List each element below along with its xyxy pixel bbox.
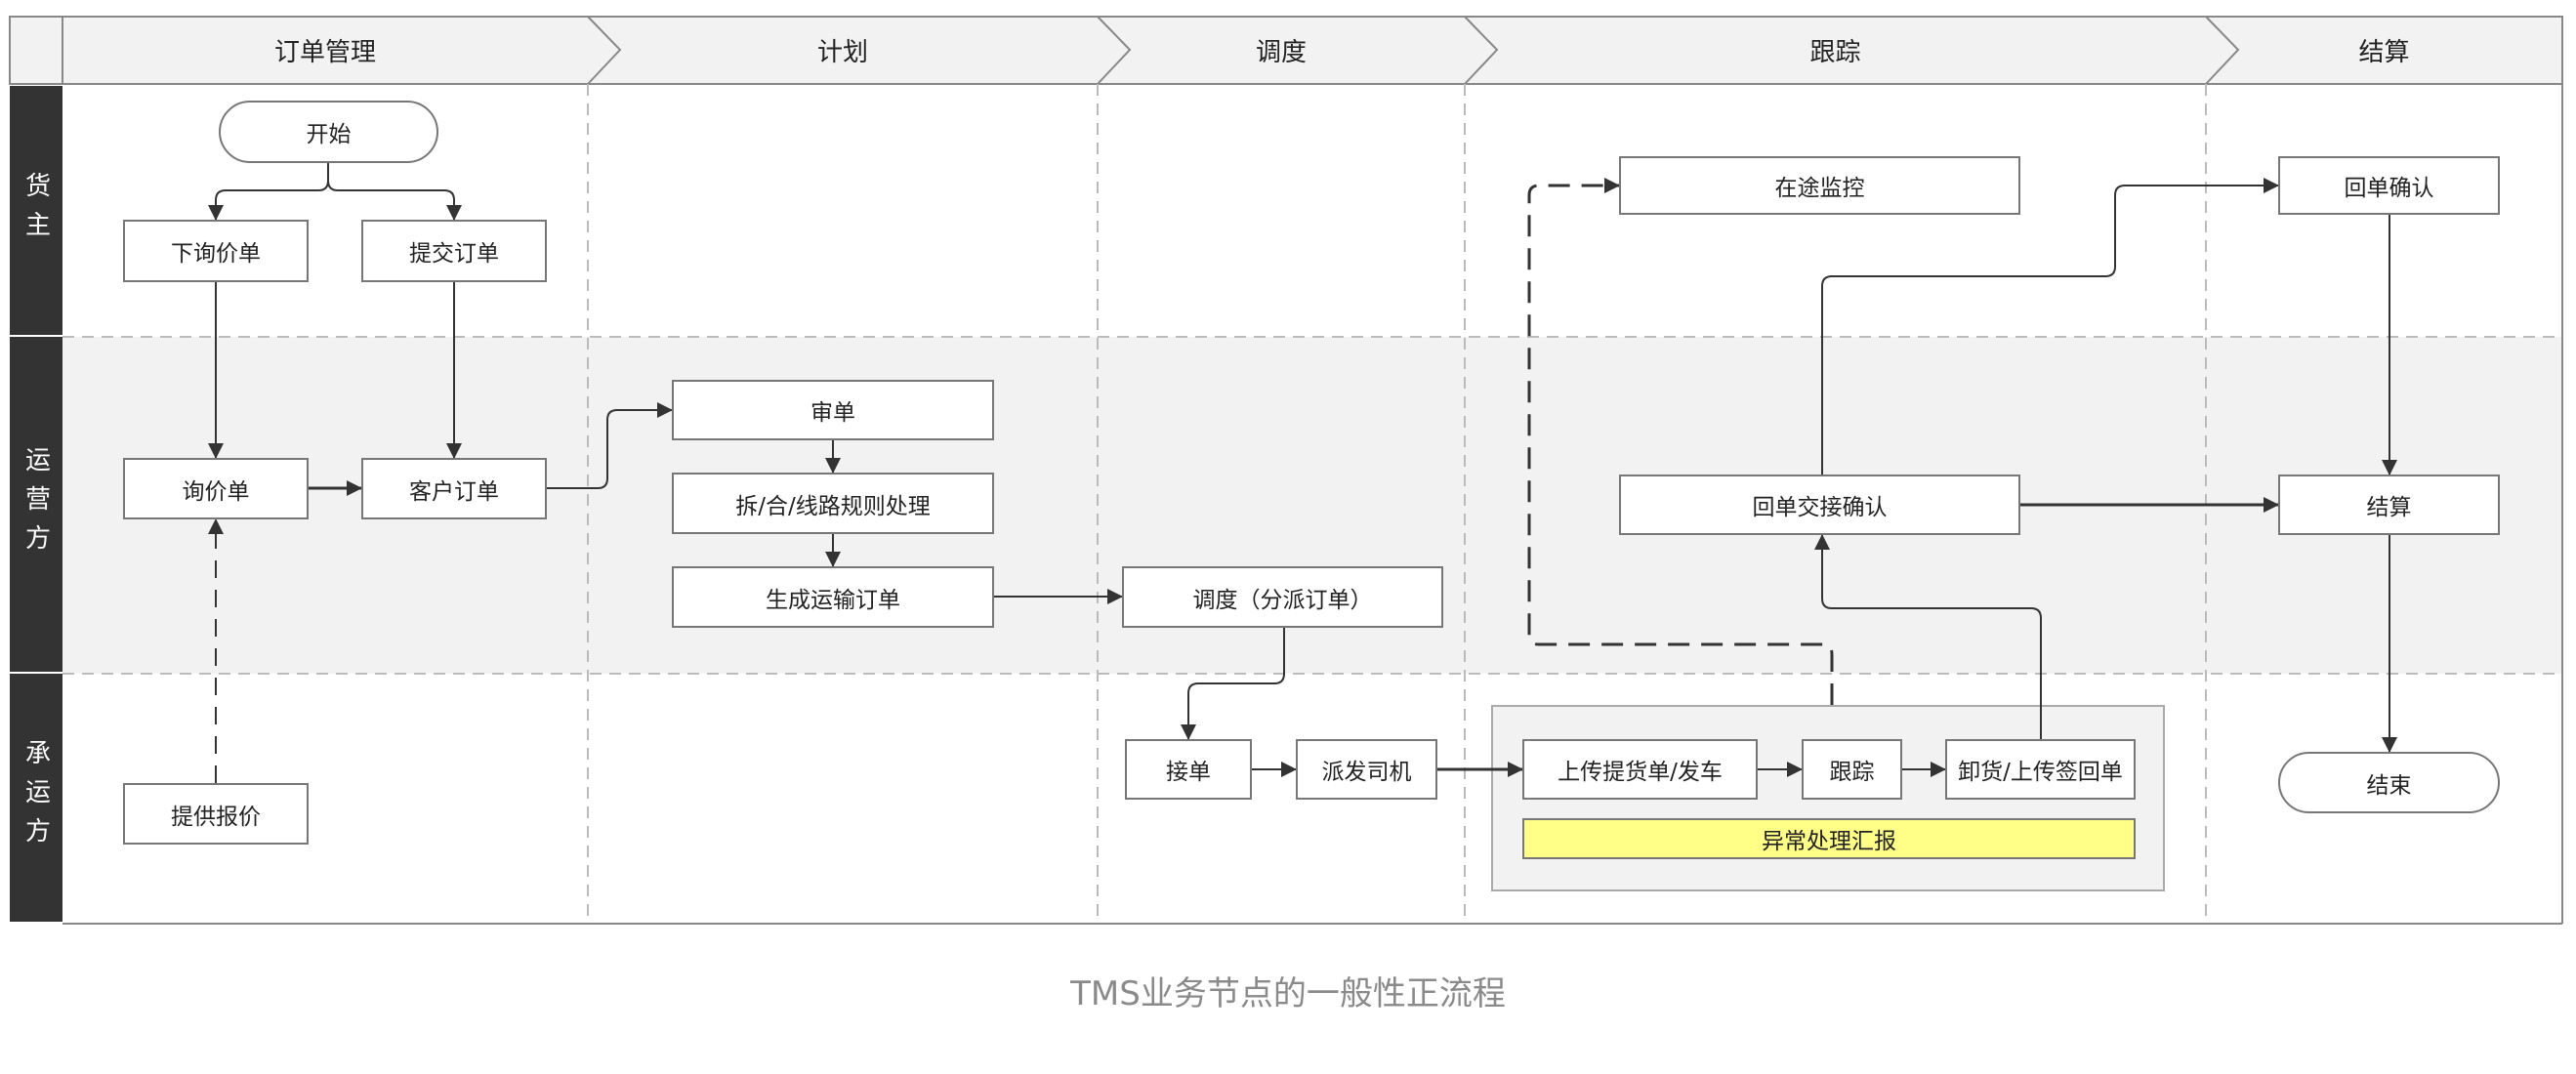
node-dispatch[interactable]: 调度（分派订单） xyxy=(1122,566,1443,628)
node-exception-report[interactable]: 异常处理汇报 xyxy=(1522,818,2136,859)
node-start[interactable]: 开始 xyxy=(219,101,438,163)
node-customer-order[interactable]: 客户订单 xyxy=(361,458,547,519)
node-receipt-confirm[interactable]: 回单确认 xyxy=(2278,156,2500,215)
phase-dispatch: 调度 xyxy=(1255,38,1307,67)
phase-planning: 计划 xyxy=(816,38,868,67)
chevron-1 xyxy=(587,16,622,85)
node-split-merge[interactable]: 拆/合/线路规则处理 xyxy=(672,473,994,534)
phase-header xyxy=(9,16,2563,85)
node-review[interactable]: 审单 xyxy=(672,380,994,440)
node-end[interactable]: 结束 xyxy=(2278,752,2500,813)
phase-dividers xyxy=(62,84,2562,923)
edge-exception-monitor xyxy=(1527,178,1834,705)
edge-unload-handover xyxy=(1814,534,2042,739)
lane-bg-shipper xyxy=(62,84,2562,337)
chevron-4 xyxy=(2205,16,2240,85)
node-settlement[interactable]: 结算 xyxy=(2278,475,2500,535)
lane-label-shipper: 货主 xyxy=(10,86,62,337)
node-receipt-handover[interactable]: 回单交接确认 xyxy=(1619,475,2020,535)
chevron-2 xyxy=(1097,16,1132,85)
chevron-3 xyxy=(1464,16,1499,85)
node-generate-transport-order[interactable]: 生成运输订单 xyxy=(672,566,994,628)
node-tracking[interactable]: 跟踪 xyxy=(1802,739,1902,800)
edge-handover-receipt xyxy=(1821,178,2279,475)
phase-order-management: 订单管理 xyxy=(273,38,376,67)
node-quote[interactable]: 提供报价 xyxy=(123,783,309,845)
edge-start-split xyxy=(208,163,329,221)
node-assign-driver[interactable]: 派发司机 xyxy=(1296,739,1437,800)
edge-order-to-review xyxy=(547,402,673,489)
phase-tracking: 跟踪 xyxy=(1809,38,1861,67)
lane-label-operator: 运营方 xyxy=(10,337,62,674)
phase-settlement: 结算 xyxy=(2358,38,2410,67)
node-inquiry-submit[interactable]: 下询价单 xyxy=(123,220,309,282)
node-order-submit[interactable]: 提交订单 xyxy=(361,220,547,282)
lane-label-text: 运营方 xyxy=(21,445,51,563)
lane-label-text: 货主 xyxy=(21,171,51,250)
edge-dispatch-accept xyxy=(1181,628,1285,740)
lane-label-text: 承运方 xyxy=(21,739,51,856)
node-upload-pickup[interactable]: 上传提货单/发车 xyxy=(1522,739,1758,800)
node-unload[interactable]: 卸货/上传签回单 xyxy=(1945,739,2136,800)
lane-label-carrier: 承运方 xyxy=(10,674,62,924)
node-accept[interactable]: 接单 xyxy=(1125,739,1252,800)
diagram-caption: TMS业务节点的一般性正流程 xyxy=(1070,974,1506,1013)
node-in-transit-monitor[interactable]: 在途监控 xyxy=(1619,156,2020,215)
node-inquiry[interactable]: 询价单 xyxy=(123,458,309,519)
